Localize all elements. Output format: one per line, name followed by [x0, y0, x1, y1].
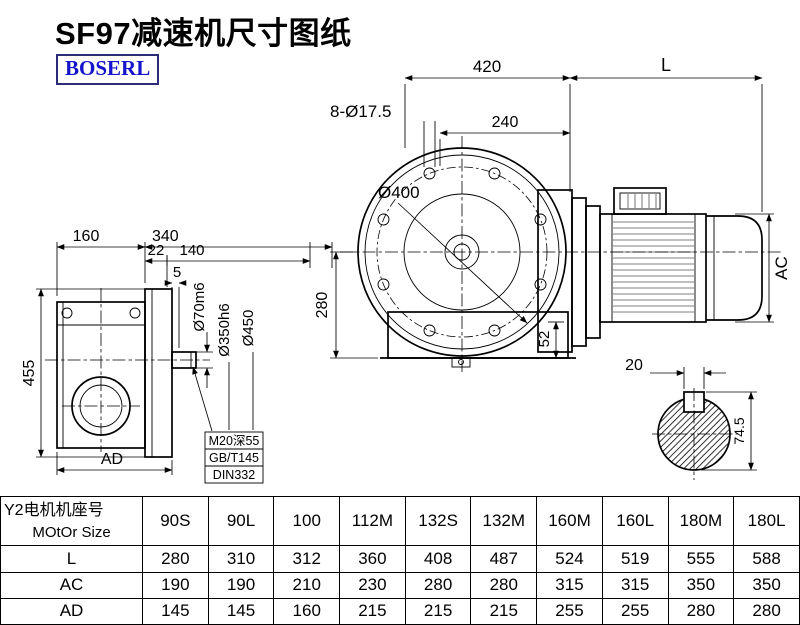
fan-cover	[706, 215, 763, 321]
bolt-hole	[377, 278, 390, 291]
dim-flange-od: Ø450	[240, 310, 257, 347]
motor-size-header-cell: Y2电机机座号 MOtOr Size	[0, 495, 143, 547]
bolt-hole	[423, 324, 436, 337]
front-view-dimensions: 420 L 240 8-Ø17.5 Ø400 280 52 AC	[314, 55, 791, 359]
cell: 280	[470, 571, 538, 599]
terminal-box	[613, 187, 667, 215]
cell: 315	[601, 571, 669, 599]
mounting-flange	[144, 288, 173, 458]
cell: 215	[404, 597, 472, 625]
table-header-row: Y2电机机座号 MOtOr Size 90S 90L 100 112M 132S…	[0, 495, 800, 547]
cell: 310	[207, 545, 275, 573]
table-row-AC: AC 190 190 210 230 280 280 315 315 350 3…	[0, 571, 800, 599]
header-en: MOtOr Size	[32, 524, 111, 542]
frame-size: 132S	[404, 495, 472, 547]
bolt-hole	[534, 278, 547, 291]
cell: 280	[404, 571, 472, 599]
dim-240: 240	[492, 114, 519, 131]
cell: 215	[470, 597, 538, 625]
motor-size-table: Y2电机机座号 MOtOr Size 90S 90L 100 112M 132S…	[0, 495, 800, 625]
cell: 230	[339, 571, 406, 599]
thread-note-line2: GB/T145	[209, 451, 259, 465]
dim-AD: AD	[101, 451, 123, 468]
cell: 350	[733, 571, 800, 599]
table-row-AD: AD 145 145 160 215 215 215 255 255 280 2…	[0, 597, 800, 625]
cell: 145	[142, 597, 209, 625]
bolt-hole	[129, 307, 141, 319]
dim-340: 340	[152, 228, 179, 245]
cell: 350	[667, 571, 735, 599]
dim-455: 455	[21, 360, 38, 387]
bolt-hole	[488, 167, 501, 180]
row-label: L	[0, 545, 143, 573]
thread-note-line3: DIN332	[213, 468, 255, 482]
cell: 588	[733, 545, 800, 573]
dim-shaft-diameter: Ø70m6	[191, 282, 208, 331]
cell: 255	[601, 597, 669, 625]
table-row-L: L 280 310 312 360 408 487 524 519 555 58…	[0, 545, 800, 573]
cell: 210	[273, 571, 341, 599]
cell: 190	[142, 571, 209, 599]
cell: 280	[733, 597, 800, 625]
bolt-hole	[488, 324, 501, 337]
dim-AC: AC	[772, 256, 791, 280]
thread-note-line1: M20深55	[209, 434, 260, 448]
cell: 215	[339, 597, 406, 625]
dim-key-width: 20	[625, 357, 643, 374]
cell: 408	[404, 545, 472, 573]
cell: 555	[667, 545, 735, 573]
frame-size: 90L	[207, 495, 275, 547]
frame-size: 112M	[339, 495, 406, 547]
frame-size: 100	[273, 495, 341, 547]
dim-5: 5	[173, 264, 181, 281]
dim-flange-diameter: Ø400	[378, 183, 420, 202]
cell: 280	[142, 545, 209, 573]
centerlines	[45, 136, 782, 480]
dim-160: 160	[73, 228, 100, 245]
cell: 487	[470, 545, 538, 573]
dim-22: 22	[148, 242, 165, 259]
bolt-hole	[61, 307, 73, 319]
cell: 519	[601, 545, 669, 573]
dim-key-height: 74.5	[731, 417, 747, 444]
cell: 280	[667, 597, 735, 625]
dim-L: L	[661, 55, 671, 75]
frame-size: 180L	[733, 495, 800, 547]
header-cn: Y2电机机座号	[4, 502, 104, 520]
frame-size: 160L	[601, 495, 669, 547]
thread-note: M20深55 GB/T145 DIN332	[204, 431, 264, 484]
page-title: SF97减速机尺寸图纸	[55, 16, 352, 51]
bolt-hole	[423, 167, 436, 180]
cell: 360	[339, 545, 406, 573]
dim-420: 420	[473, 57, 501, 76]
dim-140: 140	[179, 242, 204, 259]
gearbox-side-view	[56, 288, 197, 458]
side-view-dimensions: 160 340 22 140 5 455 AD	[21, 228, 333, 484]
dim-spigot-diameter: Ø350h6	[216, 303, 233, 356]
cell: 145	[207, 597, 275, 625]
frame-size: 180M	[667, 495, 735, 547]
boserl-logo: BOSERL	[56, 54, 160, 85]
motor	[571, 187, 763, 347]
frame-size: 160M	[536, 495, 603, 547]
bolt-hole	[377, 213, 390, 226]
dim-280: 280	[314, 292, 331, 319]
technical-drawing: 420 L 240 8-Ø17.5 Ø400 280 52 AC	[21, 55, 791, 484]
bolt-hole	[534, 213, 547, 226]
row-label: AC	[0, 571, 143, 599]
shaft-section-dimensions: 20 74.5	[625, 357, 757, 471]
dim-52: 52	[536, 331, 553, 348]
cell: 160	[273, 597, 341, 625]
cell: 255	[536, 597, 603, 625]
dim-bolt-holes: 8-Ø17.5	[330, 102, 391, 121]
cell: 312	[273, 545, 341, 573]
cell: 524	[536, 545, 603, 573]
cell: 315	[536, 571, 603, 599]
cell: 190	[207, 571, 275, 599]
frame-size: 90S	[142, 495, 209, 547]
frame-size: 132M	[470, 495, 538, 547]
row-label: AD	[0, 597, 143, 625]
